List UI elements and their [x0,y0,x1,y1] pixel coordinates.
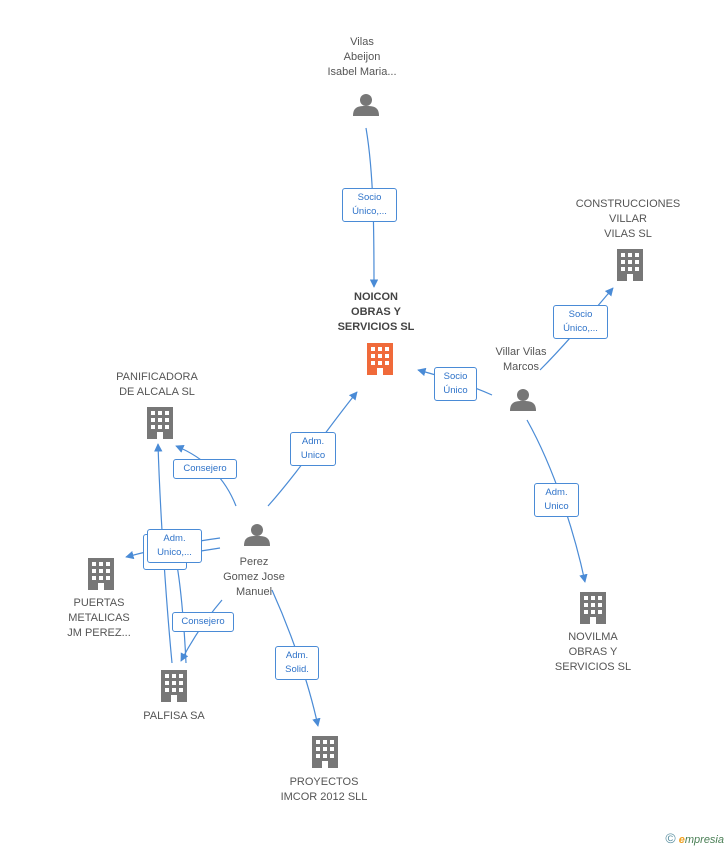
node-label-vilas[interactable]: Vilas Abeijon Isabel Maria... [327,36,397,78]
edge-label-perez-palfisa[interactable]: Consejero [172,612,234,632]
node-label-novilma[interactable]: NOVILMA OBRAS Y SERVICIOS SL [554,631,632,673]
person-icon[interactable] [244,524,270,546]
edge-label-perez-noicon[interactable]: Adm. Unico [290,432,336,466]
edge-label-villar-construcciones[interactable]: Socio Único,... [553,305,608,339]
building-icon[interactable] [147,407,173,439]
brand-logo-text: mpresia [684,834,724,846]
building-icon[interactable] [312,736,338,768]
building-icon-focus[interactable] [367,343,393,375]
node-label-noicon[interactable]: NOICON OBRAS Y SERVICIOS SL [337,291,415,333]
edge-label-perez-puertas[interactable]: Adm. Unico,... [147,529,202,563]
node-label-proyectos[interactable]: PROYECTOS IMCOR 2012 SLL [280,776,368,803]
node-label-villar[interactable]: Villar Vilas Marcos [495,346,547,373]
building-icon[interactable] [580,592,606,624]
person-icon[interactable] [353,94,379,116]
edge-label-perez-panificadora[interactable]: Consejero [173,459,237,479]
node-label-panificadora[interactable]: PANIFICADORA DE ALCALA SL [116,371,198,398]
copyright-icon: © [665,830,676,846]
edge-label-villar-noicon[interactable]: Socio Único [434,367,477,401]
building-icon[interactable] [88,558,114,590]
person-icon[interactable] [510,389,536,411]
edge-label-vilas-noicon[interactable]: Socio Único,... [342,188,397,222]
edge-label-villar-novilma[interactable]: Adm. Unico [534,483,579,517]
building-icon[interactable] [617,249,643,281]
edge-label-perez-proyectos[interactable]: Adm. Solid. [275,646,319,680]
brand-logo-e: e [678,834,685,846]
footer-brand: ©empresia [665,830,724,846]
node-label-puertas[interactable]: PUERTAS METALICAS JM PEREZ... [67,597,131,639]
building-icon[interactable] [161,670,187,702]
node-label-construcciones[interactable]: CONSTRUCCIONES VILLAR VILAS SL [575,198,681,240]
node-label-perez[interactable]: Perez Gomez Jose Manuel [223,556,285,598]
node-label-palfisa[interactable]: PALFISA SA [143,710,205,722]
